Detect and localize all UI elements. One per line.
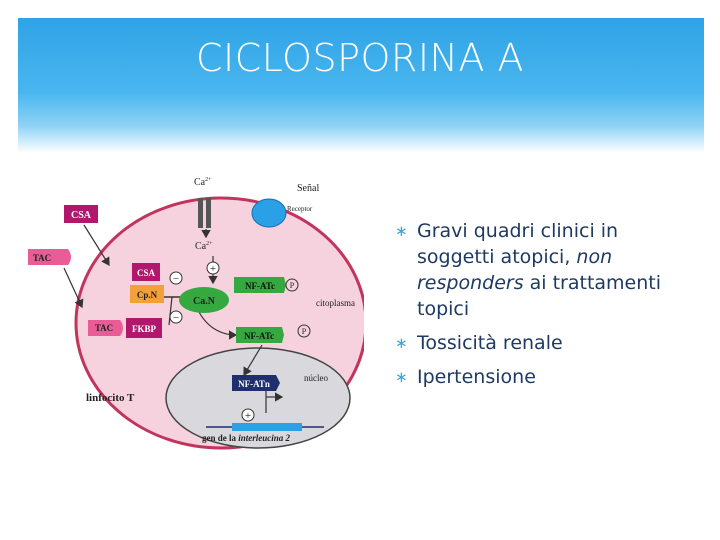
receptor-icon xyxy=(251,198,287,228)
gene-block xyxy=(232,423,302,431)
nucleus-label: núcleo xyxy=(304,373,328,383)
slide-title: CICLOSPORINA A xyxy=(195,36,525,80)
bullet-text: Tossicità renale xyxy=(417,332,563,354)
svg-text:P: P xyxy=(290,281,295,290)
svg-text:TAC: TAC xyxy=(95,323,113,333)
receptor-label: Receptor xyxy=(287,205,313,213)
asterisk-bullet-icon: ∗ xyxy=(395,334,408,352)
svg-text:NF-ATc: NF-ATc xyxy=(244,331,274,341)
csa-complex xyxy=(132,263,160,281)
svg-text:−: − xyxy=(173,312,179,324)
nfatc-cytoplasmic xyxy=(234,277,286,293)
svg-text:CSA: CSA xyxy=(137,268,156,278)
csa-label xyxy=(64,205,98,223)
svg-text:−: − xyxy=(173,273,179,285)
calcineurin xyxy=(179,287,229,313)
svg-text:FKBP: FKBP xyxy=(132,324,157,334)
svg-text:+: + xyxy=(210,263,216,275)
cpn-box xyxy=(130,285,164,303)
bullet-item: ∗ Tossicità renale xyxy=(395,330,695,356)
calcineurin-pathway-diagram: CSA TAC CSA Cp.N TAC FKBP Ca.N NF-ATc P … xyxy=(28,177,364,450)
csa-text: CSA xyxy=(71,210,92,221)
cytoplasm-label: citoplasma xyxy=(316,298,355,308)
asterisk-bullet-icon: ∗ xyxy=(395,368,408,386)
nfatc-dephosphorylated xyxy=(236,327,284,343)
bullet-text: Gravi quadri clinici in soggetti atopici… xyxy=(417,220,619,268)
svg-text:+: + xyxy=(245,410,251,422)
fkbp-box xyxy=(126,318,162,338)
calcium-inner-label: Ca2+ xyxy=(195,241,213,252)
bullet-list: ∗ Gravi quadri clinici in soggetti atopic… xyxy=(395,218,695,398)
asterisk-bullet-icon: ∗ xyxy=(395,222,408,240)
svg-text:Ca.N: Ca.N xyxy=(193,296,216,307)
svg-text:TAC: TAC xyxy=(33,253,51,263)
svg-text:Cp.N: Cp.N xyxy=(137,290,158,300)
bullet-text: ai trattamenti topici xyxy=(417,272,662,320)
bullet-item: ∗ Gravi quadri clinici in soggetti atopic… xyxy=(395,218,695,322)
svg-text:NF-ATc: NF-ATc xyxy=(245,281,275,291)
nucleus xyxy=(165,347,351,449)
svg-text:NF-ATn: NF-ATn xyxy=(238,379,270,389)
gene-label: gen de la interleucina 2 xyxy=(202,433,291,443)
bullet-item: ∗ Ipertensione xyxy=(395,364,695,390)
title-banner xyxy=(18,18,704,153)
lymphocyte-label: linfocito T xyxy=(86,392,135,404)
calcium-top-label: Ca2+ xyxy=(194,177,212,188)
bullet-text: Ipertensione xyxy=(417,366,536,388)
signal-label: Señal xyxy=(297,183,319,194)
calcium-channel xyxy=(198,198,203,228)
svg-text:P: P xyxy=(302,327,307,336)
nfatn-nuclear xyxy=(232,375,280,391)
tac-label xyxy=(28,249,71,265)
bullet-text: non responders xyxy=(417,246,613,294)
